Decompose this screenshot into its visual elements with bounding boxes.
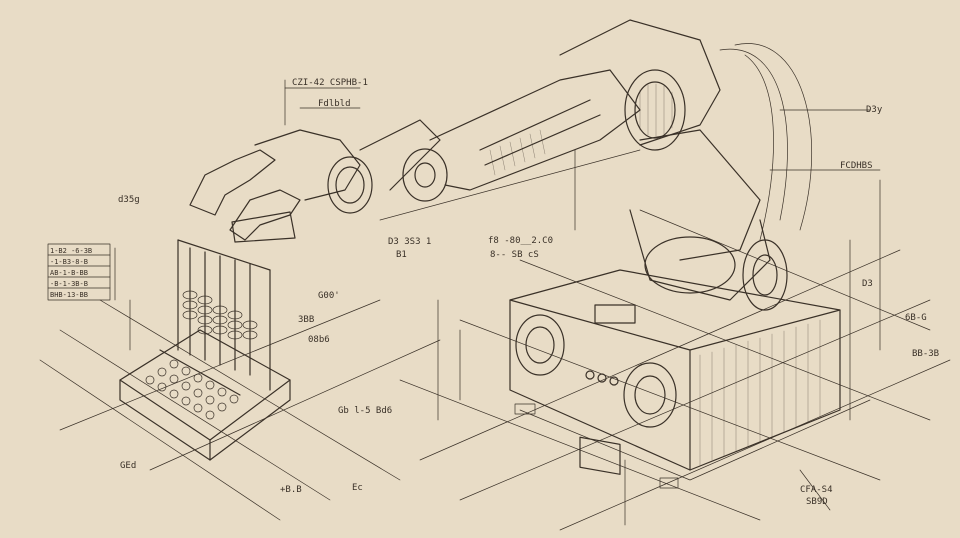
top-label: CZI-42 CSPHB-1	[292, 78, 368, 88]
abacus-dim-label-2: 08b6	[308, 335, 330, 345]
table-row-2: -1-B3-8-B	[50, 258, 88, 266]
arm-mid-label: D3 3S3 1	[388, 237, 431, 247]
robot-arm	[189, 19, 812, 311]
abacus-machine	[119, 239, 291, 461]
bottom-right-label-2: SB9D	[806, 497, 828, 507]
right-lower-label: BB-3B	[912, 349, 939, 359]
right-top-label: D3y	[866, 105, 883, 115]
left-table: 1-B2 -6-3B -1-B3-8-B AB-1-B-BB -B-1-3B-B…	[47, 243, 111, 301]
table-row-4: -B-1-3B-B	[50, 280, 88, 288]
table-row-1: 1-B2 -6-3B	[50, 247, 92, 255]
table-row-5: BHB-13-BB	[50, 291, 88, 299]
abacus-dim-label: 3BB	[298, 315, 314, 325]
left-low-label: GEd	[120, 461, 136, 471]
right-body-label: D3	[862, 279, 873, 289]
left-hand-label: d35g	[118, 195, 140, 205]
center-label-b: 8-- SB cS	[490, 250, 539, 260]
arm-mid-label-2: B1	[396, 250, 407, 260]
left-low-label-2: +B.B	[280, 485, 302, 495]
arm-note: Fdlbld	[318, 99, 351, 109]
center-label-a: f8 -80__2.C0	[488, 236, 553, 246]
right-mid-label: FCDHBS	[840, 161, 873, 171]
ground-grid	[39, 149, 951, 531]
dimension-lines	[114, 79, 881, 526]
bottom-right-label: CFA-S4	[800, 485, 833, 495]
right-side-label: 6B-G	[905, 313, 927, 323]
base-cabinet	[509, 269, 871, 489]
abacus-top-label: G00'	[318, 291, 340, 301]
base-note: Gb l-5 Bd6	[338, 406, 392, 416]
table-row-3: AB-1-B-BB	[50, 269, 88, 277]
left-low-label-3: Ec	[352, 483, 363, 493]
annotations: CZI-42 CSPHB-1 Fdlbld D3y FCDHBS d35g D3…	[118, 78, 939, 507]
